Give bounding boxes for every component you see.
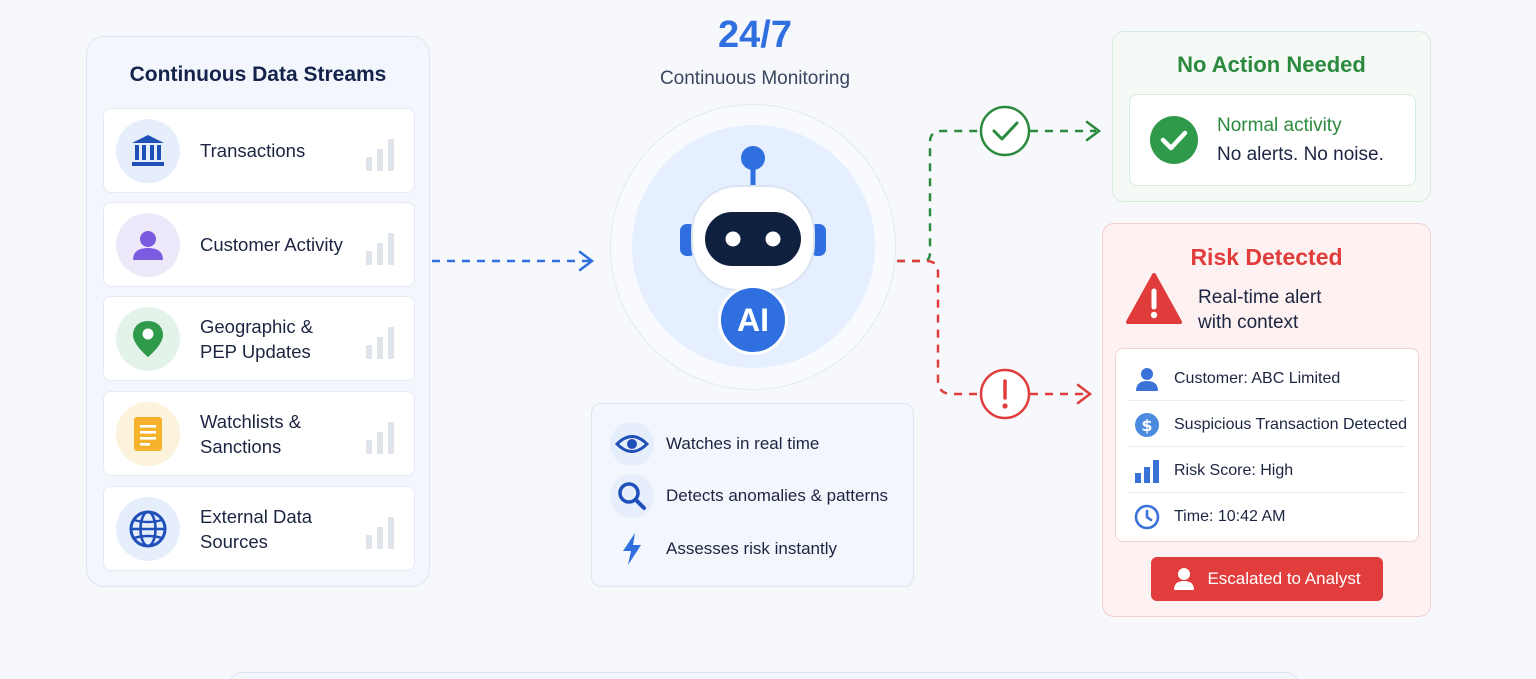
magnifier-icon bbox=[610, 474, 654, 518]
stream-item-watchlists[interactable]: Watchlists & Sanctions bbox=[103, 391, 415, 476]
normal-branch-connector bbox=[897, 105, 1102, 263]
input-arrow bbox=[432, 250, 595, 272]
lightning-icon bbox=[610, 527, 654, 571]
risk-description-line: Real-time alert bbox=[1198, 287, 1322, 308]
feature-label: Watches in real time bbox=[666, 434, 820, 453]
stream-label: Customer Activity bbox=[200, 234, 343, 255]
risk-description: Real-time alert with context bbox=[1198, 285, 1398, 335]
feature-row: Detects anomalies & patterns bbox=[610, 474, 910, 518]
hero-subtitle: Continuous Monitoring bbox=[659, 68, 851, 89]
robot-icon bbox=[680, 146, 826, 291]
user-icon bbox=[1136, 368, 1158, 391]
normal-activity-status: Normal activity bbox=[1217, 115, 1342, 136]
bottom-summary-bar bbox=[228, 672, 1300, 679]
stream-item-transactions[interactable]: Transactions bbox=[103, 108, 415, 193]
user-icon bbox=[1174, 568, 1195, 590]
document-icon bbox=[116, 402, 180, 466]
detail-label: Suspicious Transaction Detected bbox=[1174, 415, 1408, 433]
signal-bars-icon bbox=[366, 517, 394, 549]
no-action-title: No Action Needed bbox=[1177, 52, 1366, 77]
check-badge-icon bbox=[1150, 116, 1198, 164]
detail-label: Time: 10:42 AM bbox=[1174, 507, 1286, 525]
normal-activity-detail: No alerts. No noise. bbox=[1217, 144, 1384, 165]
detail-row-risk-score: Risk Score: High bbox=[1128, 448, 1406, 493]
signal-bars-icon bbox=[366, 422, 394, 454]
svg-text:$: $ bbox=[1141, 416, 1152, 435]
bar-chart-icon bbox=[1135, 460, 1159, 483]
detail-row-transaction: $ Suspicious Transaction Detected bbox=[1128, 402, 1408, 447]
signal-bars-icon bbox=[366, 139, 394, 171]
check-circle-icon bbox=[979, 105, 1031, 157]
warning-triangle-icon bbox=[1126, 273, 1182, 324]
alert-details-box: Customer: ABC Limited $ Suspicious Trans… bbox=[1115, 348, 1419, 542]
stream-item-geographic-pep[interactable]: Geographic & PEP Updates bbox=[103, 296, 415, 381]
eye-icon bbox=[610, 422, 654, 466]
detail-row-time: Time: 10:42 AM bbox=[1128, 494, 1406, 539]
dollar-icon: $ bbox=[1135, 413, 1159, 437]
detail-row-customer: Customer: ABC Limited bbox=[1128, 356, 1406, 401]
streams-title: Continuous Data Streams bbox=[129, 63, 387, 86]
normal-activity-card: Normal activity No alerts. No noise. bbox=[1129, 94, 1416, 186]
stream-label: External Data Sources bbox=[200, 505, 313, 552]
data-streams-panel: Continuous Data Streams Transactions bbox=[86, 36, 430, 587]
escalated-to-analyst-button[interactable]: Escalated to Analyst bbox=[1151, 557, 1383, 601]
stream-label: Transactions bbox=[200, 140, 306, 161]
hero-title: 24/7 bbox=[718, 14, 792, 56]
feature-label: Assesses risk instantly bbox=[666, 539, 837, 558]
globe-icon bbox=[116, 497, 180, 561]
detail-label: Risk Score: High bbox=[1174, 461, 1294, 479]
stream-item-external-data[interactable]: External Data Sources bbox=[103, 486, 415, 571]
risk-branch-connector bbox=[897, 259, 1093, 420]
signal-bars-icon bbox=[366, 233, 394, 265]
risk-description-line: with context bbox=[1198, 312, 1299, 333]
feature-row: Assesses risk instantly bbox=[610, 527, 910, 571]
risk-title: Risk Detected bbox=[1190, 244, 1343, 270]
feature-label: Detects anomalies & patterns bbox=[666, 486, 889, 505]
ai-badge: AI bbox=[718, 285, 788, 355]
map-pin-icon bbox=[116, 307, 180, 371]
ai-capabilities-panel: Watches in real time Detects anomalies &… bbox=[591, 403, 914, 587]
feature-row: Watches in real time bbox=[610, 422, 910, 466]
escalate-label: Escalated to Analyst bbox=[1207, 569, 1361, 588]
stream-item-customer-activity[interactable]: Customer Activity bbox=[103, 202, 415, 287]
signal-bars-icon bbox=[366, 327, 394, 359]
risk-detected-panel: Risk Detected Real-time alert with conte… bbox=[1102, 223, 1431, 617]
bank-icon bbox=[116, 119, 180, 183]
stream-label: Geographic & PEP Updates bbox=[200, 315, 314, 362]
user-icon bbox=[116, 213, 180, 277]
no-action-panel: No Action Needed Normal activity No aler… bbox=[1112, 31, 1431, 202]
clock-icon bbox=[1134, 504, 1160, 530]
detail-label: Customer: ABC Limited bbox=[1174, 369, 1341, 387]
stream-label: Watchlists & Sanctions bbox=[200, 410, 302, 457]
